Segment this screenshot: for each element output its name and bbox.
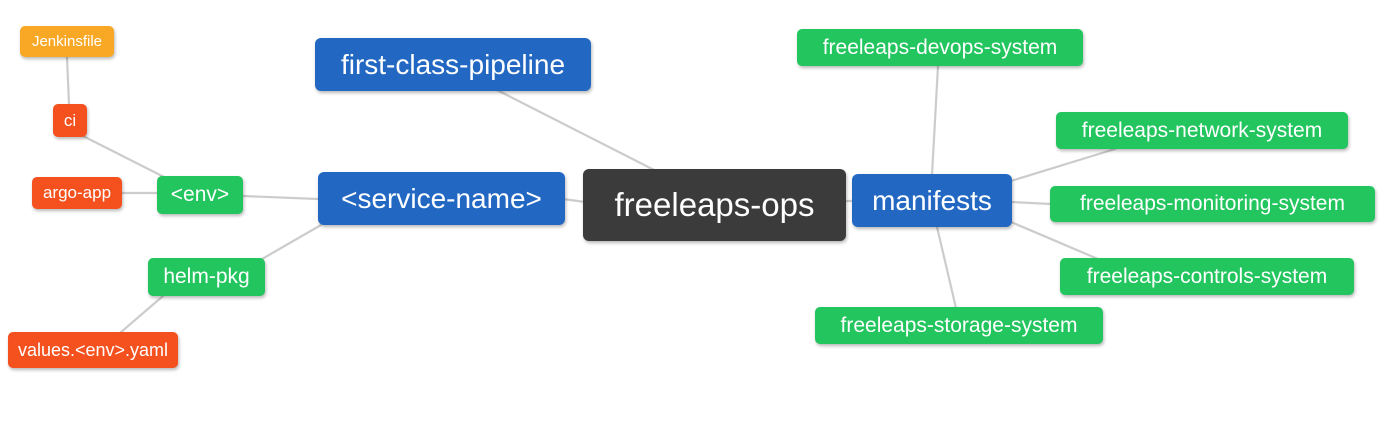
edge-valuesyaml-helmpkg (118, 294, 165, 335)
node-freeleaps-network-system[interactable]: freeleaps-network-system (1056, 112, 1348, 149)
node-freeleaps-devops-system[interactable]: freeleaps-devops-system (797, 29, 1083, 66)
edge-helmpkg-servicename (260, 223, 323, 261)
edge-manifests-devops (930, 64, 940, 177)
node-ci[interactable]: ci (53, 104, 87, 137)
node-jenkinsfile[interactable]: Jenkinsfile (20, 26, 114, 57)
node-values-env-yaml[interactable]: values.<env>.yaml (8, 332, 178, 368)
node-freeleaps-ops-root[interactable]: freeleaps-ops (583, 169, 846, 241)
node-argo-app[interactable]: argo-app (32, 177, 122, 209)
node-env[interactable]: <env> (157, 176, 243, 214)
edge-servicename-root (561, 197, 587, 204)
edge-manifests-storage (935, 225, 958, 310)
node-manifests[interactable]: manifests (852, 174, 1012, 227)
edge-pipeline-root (495, 88, 660, 174)
node-helm-pkg[interactable]: helm-pkg (148, 258, 265, 296)
edge-manifests-monitoring (1009, 200, 1053, 206)
node-first-class-pipeline[interactable]: first-class-pipeline (315, 38, 591, 91)
edge-jenkinsfile-ci (65, 55, 71, 106)
edge-manifests-network (1009, 147, 1117, 183)
node-freeleaps-controls-system[interactable]: freeleaps-controls-system (1060, 258, 1354, 295)
edge-ci-env (81, 134, 168, 180)
edge-env-servicename (241, 194, 320, 201)
node-freeleaps-storage-system[interactable]: freeleaps-storage-system (815, 307, 1103, 344)
node-freeleaps-monitoring-system[interactable]: freeleaps-monitoring-system (1050, 186, 1375, 222)
node-service-name[interactable]: <service-name> (318, 172, 565, 225)
edge-manifests-controls (1009, 220, 1100, 261)
